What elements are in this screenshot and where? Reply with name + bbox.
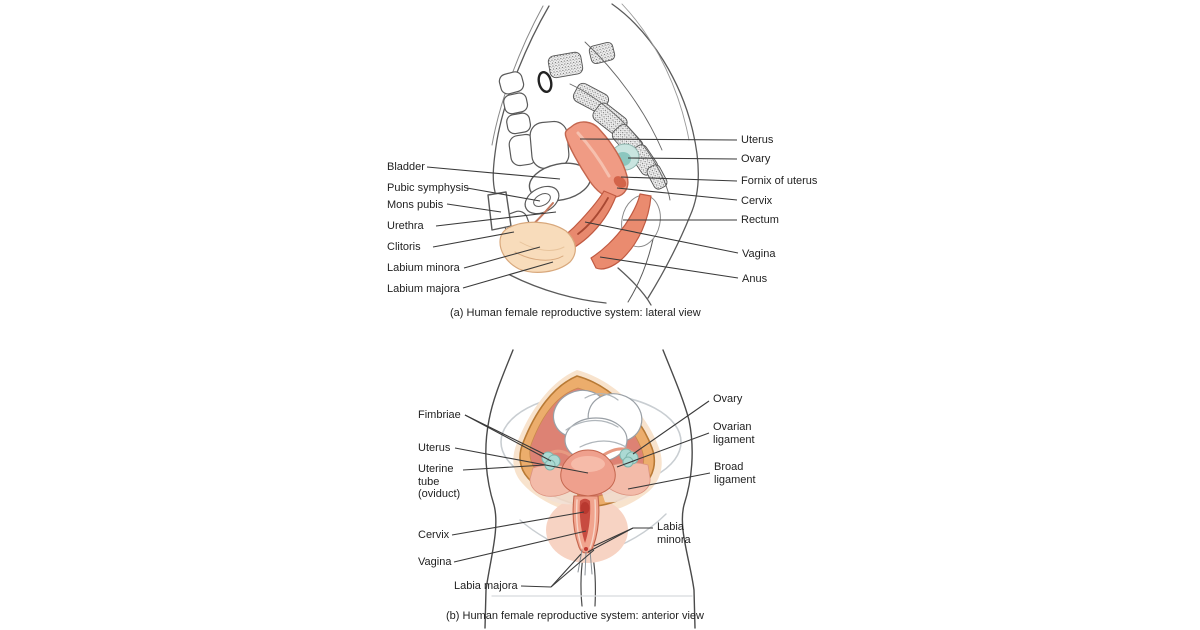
ovary-right-shape — [619, 448, 639, 468]
label-a-labium-majora: Labium majora — [387, 283, 460, 295]
label-b-labia-majora: Labia majora — [454, 580, 518, 592]
uterus-anterior-highlight — [571, 456, 605, 472]
label-a-labium-minora: Labium minora — [387, 262, 460, 274]
fornix-shape — [613, 176, 627, 188]
label-b-uterus: Uterus — [418, 442, 451, 454]
figure-b-leader-lines — [451, 400, 711, 588]
intervertebral-foramen — [537, 70, 553, 94]
label-b-broad-ligament: Broad ligament — [714, 461, 756, 486]
label-b-uterine-tube: Uterine tube (oviduct) — [418, 463, 461, 500]
label-b-labia-vagina: Vagina — [418, 556, 452, 568]
label-b-ovarian-ligament: Ovarian ligament — [713, 421, 755, 446]
label-a-mons-pubis: Mons pubis — [387, 199, 444, 211]
torso-outline-lateral — [491, 3, 699, 306]
label-a-cervix: Cervix — [741, 195, 773, 207]
label-a-anus: Anus — [742, 273, 768, 285]
uterus-highlight — [576, 131, 611, 178]
vaginal-orifice-dot — [584, 547, 588, 551]
figure-a-caption: (a) Human female reproductive system: la… — [450, 307, 701, 319]
vulva-folds — [577, 549, 593, 576]
label-a-bladder: Bladder — [387, 161, 425, 173]
figure-a-leader-lines — [426, 138, 739, 289]
label-a-uterus: Uterus — [741, 134, 774, 146]
anal-canal-shape — [590, 193, 652, 270]
ovary-left-shape — [541, 451, 561, 471]
cervix-opening — [580, 502, 590, 514]
label-a-vagina: Vagina — [742, 248, 776, 260]
label-b-labia-minora: Labia minora — [657, 521, 691, 546]
label-a-ovary: Ovary — [741, 153, 771, 165]
figure-a-artwork — [487, 3, 699, 306]
label-a-fornix: Fornix of uterus — [741, 175, 818, 187]
label-b-ovary: Ovary — [713, 393, 743, 405]
label-a-urethra: Urethra — [387, 220, 424, 232]
vaginal-lining-right — [589, 499, 597, 549]
label-b-fimbriae: Fimbriae — [418, 409, 461, 421]
vaginal-lining-left — [575, 499, 583, 549]
label-b-cervix: Cervix — [418, 529, 450, 541]
spine-vertebrae — [537, 41, 671, 201]
figure-b-caption: (b) Human female reproductive system: an… — [446, 610, 704, 622]
label-a-clitoris: Clitoris — [387, 241, 421, 253]
label-a-pubic-symphysis: Pubic symphysis — [387, 182, 469, 194]
figure-b-artwork — [484, 349, 696, 629]
label-a-rectum: Rectum — [741, 214, 779, 226]
vaginal-canal-line — [577, 197, 609, 235]
